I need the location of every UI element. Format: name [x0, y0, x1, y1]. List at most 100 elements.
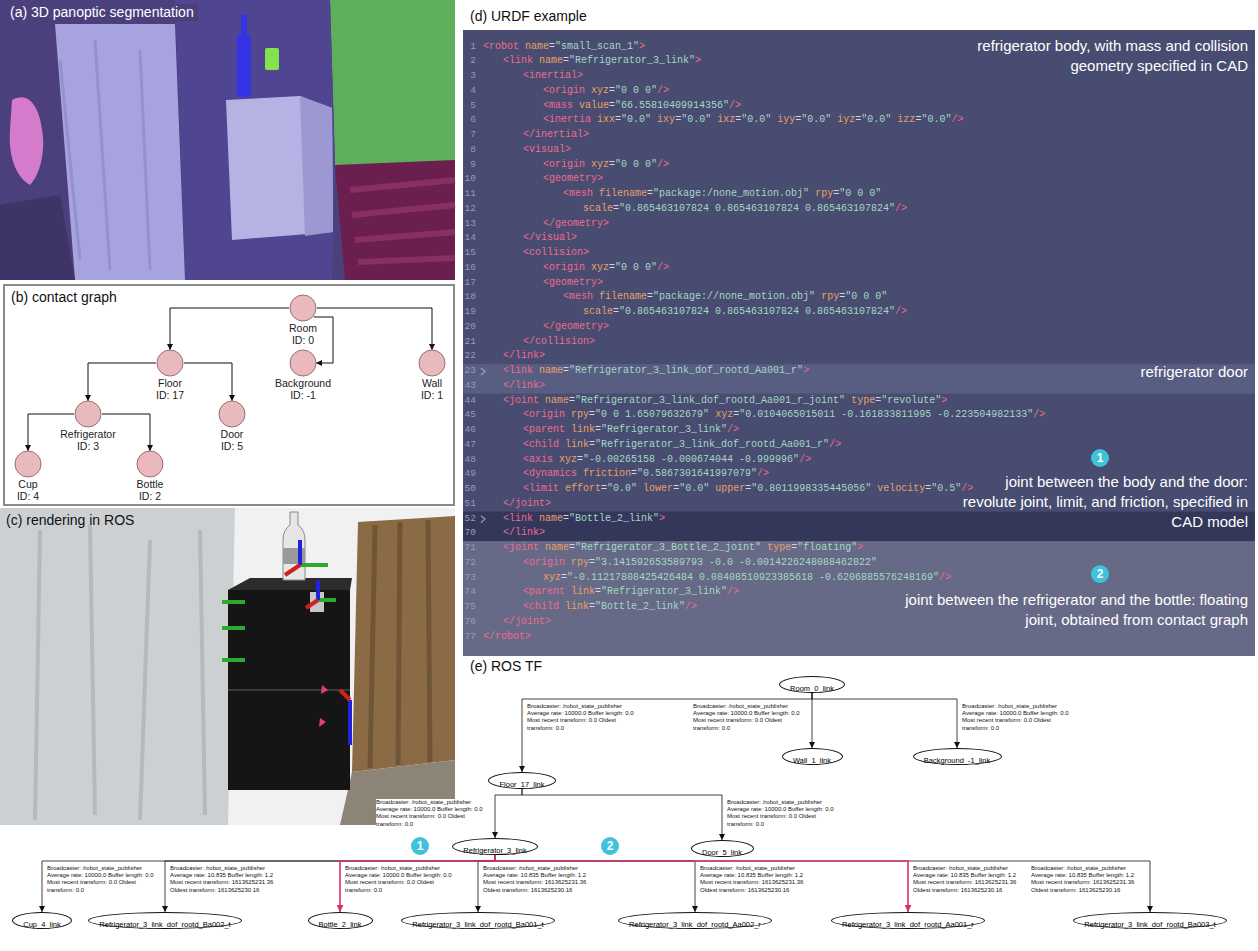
code-token: </ [503, 380, 515, 391]
code-token: name [525, 41, 549, 52]
node-circle [218, 400, 246, 428]
code-token: > [941, 395, 947, 406]
code-token: < [523, 439, 529, 450]
code-token: = [675, 114, 681, 125]
code-line: <joint name="Refrigerator_3_link_dof_roo… [503, 394, 947, 409]
curtain-folds [370, 520, 430, 768]
line-number: 73 [438, 571, 476, 586]
code-token: name [539, 365, 563, 376]
code-token: = [589, 409, 595, 420]
code-token: < [523, 601, 529, 612]
code-token: = [609, 159, 615, 170]
link-name: Refrigerator_3_link_dof_rootd_Ba003_t [1084, 917, 1215, 932]
code-token: iyz [837, 114, 855, 125]
code-token: </ [523, 336, 535, 347]
code-ground [463, 30, 1255, 656]
render-ground [0, 508, 455, 825]
node-circle [14, 450, 42, 478]
panel-heading: (c) rendering in ROS [6, 512, 134, 529]
line-number: 18 [438, 290, 476, 305]
annotation: refrigerator body, with mass and collisi… [958, 36, 1248, 76]
code-line: </geometry> [543, 320, 609, 335]
link-name: Floor_17_link [499, 777, 544, 792]
code-token: "Refrigerator_3_link_dof_rootd_Aa001_r_j… [575, 395, 845, 406]
code-line: </visual> [523, 231, 577, 246]
node-id: ID: -1 [290, 389, 316, 401]
code-line: </joint> [503, 497, 551, 512]
link-name: Cup_4_link [23, 917, 61, 932]
code-token: "0 0 0" [615, 85, 657, 96]
code-token [553, 454, 559, 465]
code-token: rpy [571, 557, 589, 568]
node-name: Floor [158, 377, 182, 389]
line-number: 2 [438, 54, 476, 69]
code-token: "0 0 0" [615, 159, 657, 170]
link-name: Wall_1_link [793, 753, 831, 768]
panel-box: (b) contact graphRoomID: 0FloorID: 17Bac… [3, 284, 455, 506]
code-token [771, 114, 777, 125]
code-token: filename [599, 291, 647, 302]
code-token: = [673, 483, 679, 494]
code-token: /> [727, 424, 739, 435]
code-line: <visual> [523, 143, 571, 158]
cup-segment [265, 48, 279, 70]
node-id: ID: 0 [292, 334, 314, 346]
code-token [891, 114, 897, 125]
code-token: = [631, 468, 637, 479]
code-token: collision [535, 336, 589, 347]
tf-link-node: Door_5_link [691, 840, 754, 857]
code-token: rpy [571, 409, 589, 420]
code-token: izz [897, 114, 915, 125]
code-token: /> [729, 100, 741, 111]
code-token [559, 601, 565, 612]
code-token: xyz [543, 572, 561, 583]
code-token: joint [509, 542, 539, 553]
line-number: 44 [438, 394, 476, 409]
link-name: Door_5_link [702, 845, 742, 860]
edge-label: Broadcaster: /robot_state_publisher Aver… [1031, 865, 1145, 894]
code-token: </ [543, 321, 555, 332]
code-token: link [515, 380, 539, 391]
code-line: </geometry> [543, 217, 609, 232]
wall-segment [330, 0, 455, 170]
code-token: friction [583, 468, 631, 479]
code-token: inertial [535, 129, 583, 140]
code-line: </inertial> [523, 128, 589, 143]
code-token: "0.0" [621, 114, 651, 125]
code-token: "package:/none_motion.obj" [653, 188, 809, 199]
code-token: < [503, 513, 509, 524]
floor-segment [0, 195, 75, 280]
code-token: origin [549, 159, 585, 170]
code-token: </ [503, 616, 515, 627]
code-token: /> [829, 439, 841, 450]
code-token: = [589, 557, 595, 568]
code-token: mass [549, 100, 573, 111]
line-number: 9 [438, 158, 476, 173]
code-token [559, 439, 565, 450]
code-token: < [543, 159, 549, 170]
code-token: < [523, 70, 529, 81]
code-token: link [571, 586, 595, 597]
code-token: "revolute" [881, 395, 941, 406]
code-token: "0 0 0" [839, 188, 881, 199]
code-token [637, 483, 643, 494]
code-token: name [539, 513, 563, 524]
code-token [845, 395, 851, 406]
code-token: visual [529, 144, 565, 155]
node-circle-shape [419, 350, 445, 376]
code-token: type [767, 542, 791, 553]
code-token [533, 55, 539, 66]
code-token: = [613, 306, 619, 317]
code-token: = [733, 409, 739, 420]
code-token: mesh [569, 291, 593, 302]
node-circle [418, 349, 446, 377]
link-name: Refrigerator_3_link_dof_rootd_Aa001_r [842, 917, 974, 932]
code-token: link [571, 424, 595, 435]
code-token: "Refrigerator_3_link" [569, 55, 695, 66]
line-number: 3 [438, 69, 476, 84]
code-token: link [509, 513, 533, 524]
code-token: = [601, 483, 607, 494]
code-token: "package://none_motion.obj" [653, 291, 815, 302]
code-line: scale="0.865463107824 0.865463107824 0.8… [583, 202, 907, 217]
graph-node: DoorID: 5 [215, 400, 249, 452]
